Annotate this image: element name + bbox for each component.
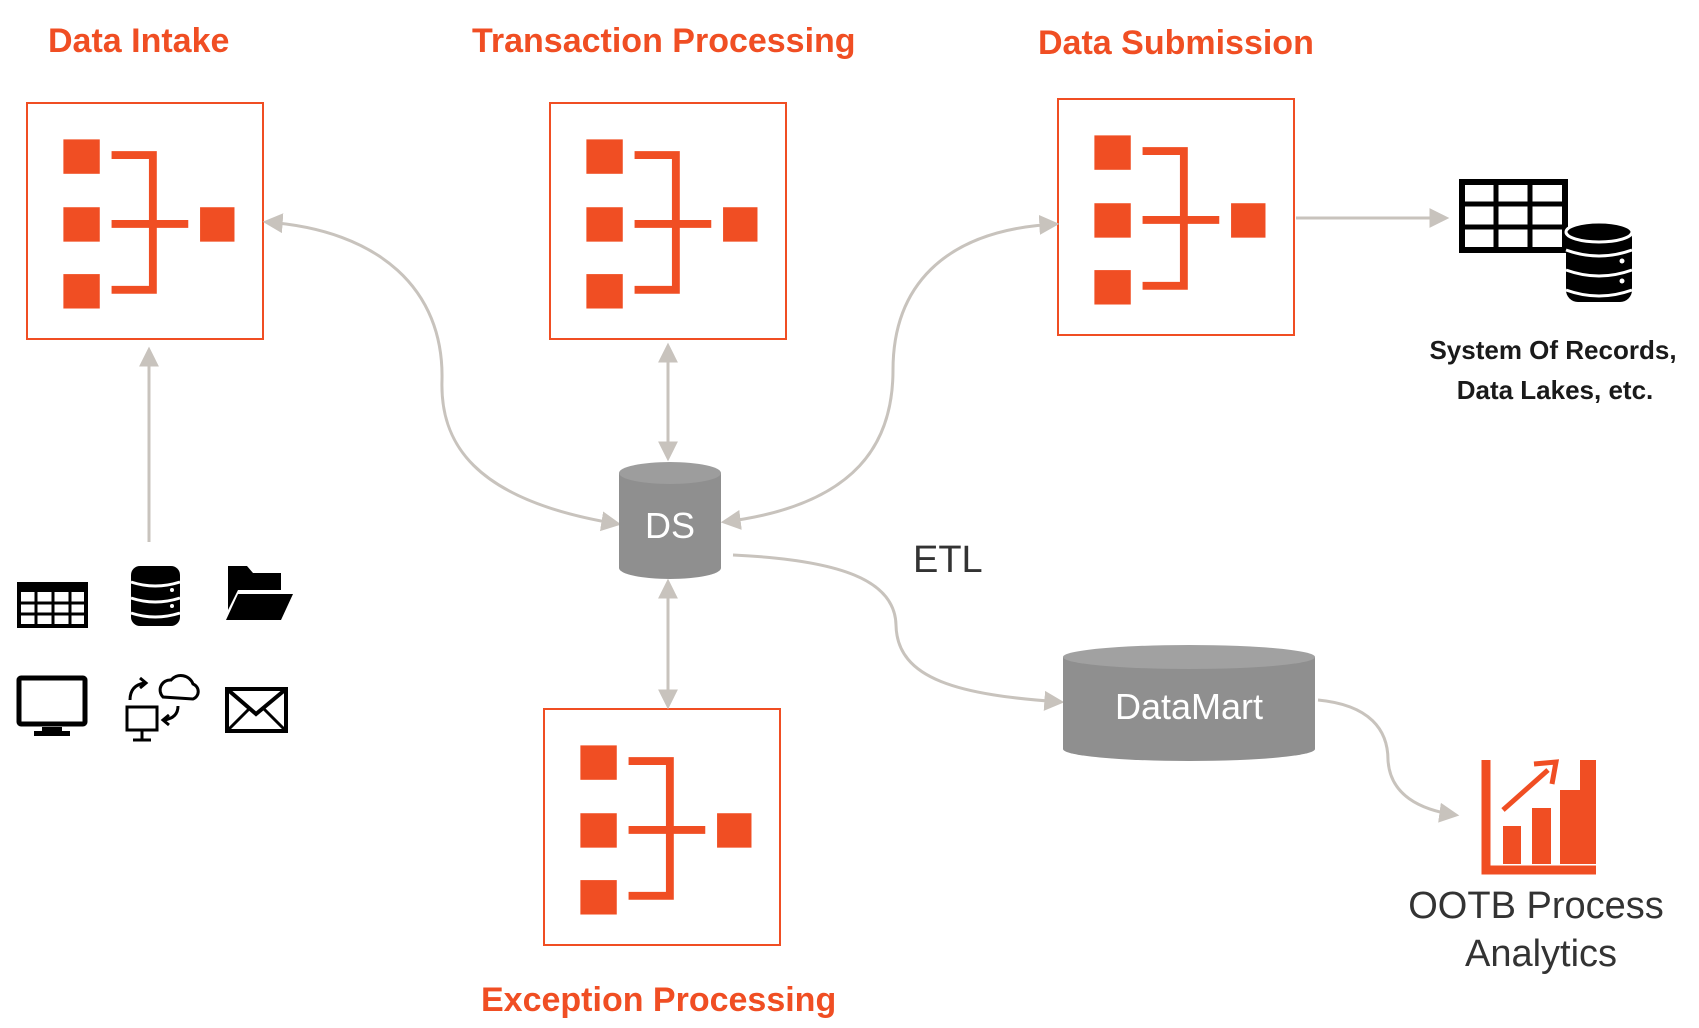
connector-ds-to-intake xyxy=(262,213,622,532)
database-icon xyxy=(130,566,181,626)
datastore-ds[interactable]: DS xyxy=(619,462,721,579)
connector-ds-to-submission xyxy=(720,214,1060,530)
exception-processing-title: Exception Processing xyxy=(481,981,836,1019)
data-intake-title: Data Intake xyxy=(48,22,229,60)
datamart-label: DataMart xyxy=(1115,686,1263,727)
analytics-line1: OOTB Process xyxy=(1408,885,1664,927)
transaction-processing-box[interactable] xyxy=(549,102,787,340)
connectors xyxy=(139,208,1460,823)
database-icon xyxy=(1564,220,1634,302)
data-submission-box[interactable] xyxy=(1057,98,1295,336)
monitor-icon xyxy=(16,675,88,736)
system-of-records-line2: Data Lakes, etc. xyxy=(1457,375,1654,405)
transaction-processing-title: Transaction Processing xyxy=(472,22,856,60)
mail-icon xyxy=(225,687,288,733)
data-intake-box[interactable] xyxy=(26,102,264,340)
spreadsheet-icon xyxy=(17,582,88,628)
exception-processing-box[interactable] xyxy=(543,708,781,946)
analytics-line2: Analytics xyxy=(1465,933,1617,975)
table-icon xyxy=(1459,179,1568,253)
connector-ds-to-datamart xyxy=(732,553,1065,711)
bar-chart-icon xyxy=(1481,759,1596,875)
folder-icon xyxy=(226,566,293,620)
system-of-records-line1: System Of Records, xyxy=(1429,335,1676,365)
etl-label: ETL xyxy=(913,539,983,581)
datamart[interactable]: DataMart xyxy=(1063,645,1315,761)
datastore-label: DS xyxy=(645,505,695,546)
data-submission-title: Data Submission xyxy=(1038,24,1314,62)
cloud-sync-icon xyxy=(125,674,200,742)
connector-datamart-to-analytics xyxy=(1317,698,1460,823)
